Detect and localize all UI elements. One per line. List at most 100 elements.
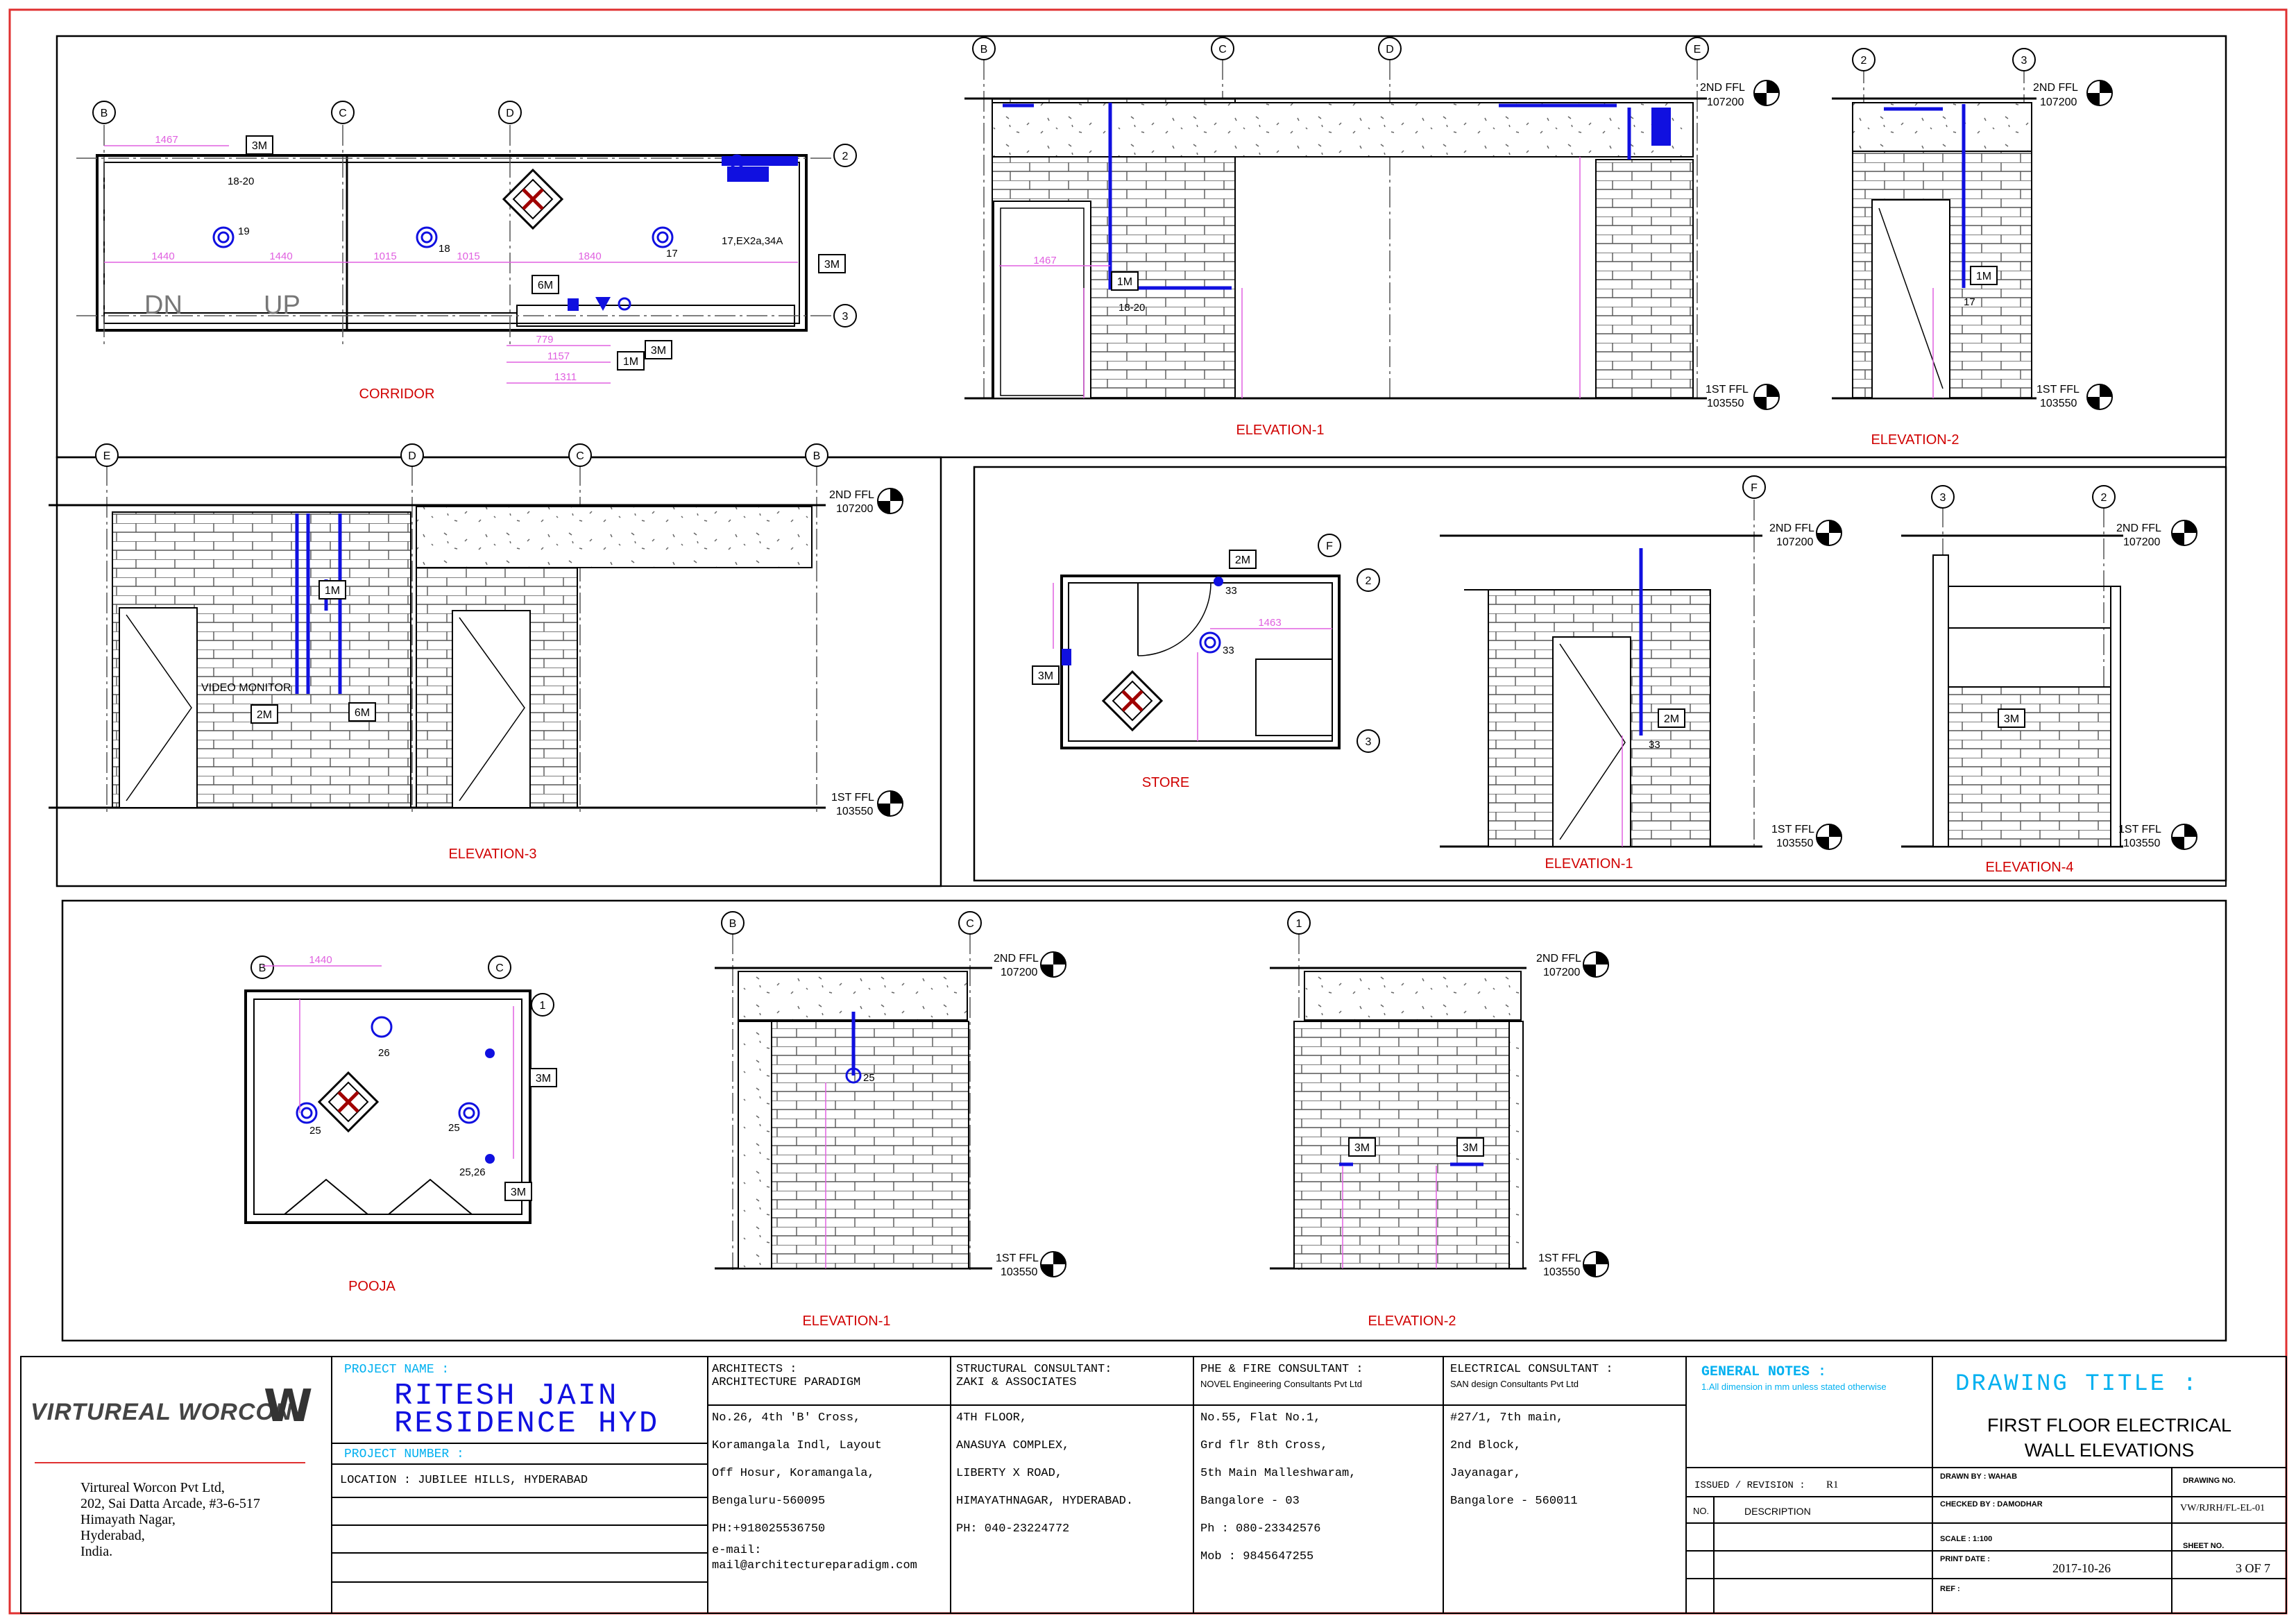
svg-text:ELEVATION-4: ELEVATION-4	[1985, 860, 2073, 875]
svg-text:F: F	[1751, 482, 1758, 494]
svg-text:1ST FFL: 1ST FFL	[1538, 1252, 1581, 1264]
svg-text:2M: 2M	[257, 709, 272, 721]
svg-text:17: 17	[666, 248, 678, 260]
svg-text:18: 18	[439, 243, 450, 255]
svg-text:1M: 1M	[1117, 276, 1132, 288]
svg-text:3M: 3M	[1354, 1142, 1370, 1154]
svg-text:POOJA: POOJA	[348, 1279, 396, 1294]
svg-text:1: 1	[1296, 918, 1302, 930]
svg-text:1: 1	[540, 1000, 546, 1012]
svg-text:103550: 103550	[1001, 1266, 1037, 1278]
svg-text:2: 2	[842, 151, 849, 162]
svg-text:103550: 103550	[1776, 838, 1813, 849]
svg-text:1ST FFL: 1ST FFL	[2118, 824, 2161, 835]
corridor-title: CORRIDOR	[359, 386, 435, 402]
svg-text:1ST FFL: 1ST FFL	[2036, 384, 2080, 396]
svg-text:1ST FFL: 1ST FFL	[1706, 384, 1749, 396]
print-date: 2017-10-26	[2052, 1561, 2111, 1575]
svg-text:1ST FFL: 1ST FFL	[1771, 824, 1814, 835]
svg-text:25: 25	[863, 1072, 875, 1084]
svg-text:3M: 3M	[1463, 1142, 1478, 1154]
svg-text:STORE: STORE	[1142, 775, 1190, 790]
svg-text:1M: 1M	[325, 585, 340, 597]
svg-text:F: F	[1326, 541, 1333, 552]
svg-text:ELEVATION-1: ELEVATION-1	[802, 1314, 890, 1329]
svg-text:107200: 107200	[2123, 536, 2160, 548]
svg-text:D: D	[408, 450, 416, 462]
svg-text:2: 2	[1861, 55, 1867, 67]
company-address: Virtureal Worcon Pvt Ltd, 202, Sai Datta…	[80, 1480, 260, 1559]
svg-text:VIDEO MONITOR: VIDEO MONITOR	[201, 682, 291, 694]
svg-text:2ND FFL: 2ND FFL	[994, 953, 1039, 965]
general-notes: GENERAL NOTES : 1.All dimension in mm un…	[1701, 1364, 1887, 1392]
svg-text:103550: 103550	[1543, 1266, 1580, 1278]
svg-text:3M: 3M	[651, 345, 666, 357]
svg-text:DN: DN	[144, 291, 182, 320]
svg-text:107200: 107200	[1543, 967, 1580, 978]
svg-text:2ND FFL: 2ND FFL	[2033, 82, 2078, 94]
svg-text:25,26: 25,26	[459, 1166, 486, 1178]
svg-text:3M: 3M	[536, 1073, 551, 1085]
svg-text:779: 779	[536, 334, 553, 346]
ceiling-fan-icon	[502, 168, 564, 230]
project-name-label: PROJECT NAME :	[344, 1363, 450, 1377]
drawn-by: DRAWN BY : WAHAB	[1940, 1472, 2018, 1481]
svg-text:ELEVATION-3: ELEVATION-3	[448, 847, 536, 862]
svg-text:2ND FFL: 2ND FFL	[829, 489, 874, 501]
svg-text:33: 33	[1225, 585, 1237, 597]
svg-text:1M: 1M	[623, 356, 638, 368]
svg-text:1015: 1015	[373, 250, 396, 262]
panel-pooja	[61, 899, 2227, 1342]
svg-text:1467: 1467	[155, 134, 178, 146]
svg-text:3: 3	[1366, 736, 1372, 748]
project-name: RITESH JAIN RESIDENCE HYD	[394, 1379, 660, 1441]
svg-text:ELEVATION-1: ELEVATION-1	[1545, 856, 1633, 872]
issued-revision: ISSUED / REVISION : R1	[1694, 1479, 1839, 1491]
architects-block: ARCHITECTS : ARCHITECTURE PARADIGM No.26…	[712, 1363, 917, 1572]
svg-text:ELEVATION-2: ELEVATION-2	[1368, 1314, 1456, 1329]
svg-text:C: C	[339, 108, 347, 119]
svg-text:ELEVATION-1: ELEVATION-1	[1236, 423, 1324, 438]
svg-text:18-20: 18-20	[1119, 302, 1145, 314]
title-block	[20, 1356, 2287, 1614]
structural-block: STRUCTURAL CONSULTANT: ZAKI & ASSOCIATES…	[956, 1363, 1134, 1536]
electrical-block: ELECTRICAL CONSULTANT : SAN design Consu…	[1450, 1363, 1613, 1508]
svg-text:2M: 2M	[1235, 554, 1250, 566]
svg-text:107200: 107200	[2040, 96, 2077, 108]
svg-text:6M: 6M	[355, 707, 370, 719]
svg-text:B: B	[101, 108, 108, 119]
svg-text:UP: UP	[264, 291, 300, 320]
svg-text:1ST FFL: 1ST FFL	[831, 792, 874, 804]
svg-text:103550: 103550	[2040, 398, 2077, 409]
sheet-no-label: SHEET NO.	[2183, 1542, 2225, 1550]
drawing-no: VW/RJRH/FL-EL-01	[2180, 1503, 2265, 1513]
svg-text:1ST FFL: 1ST FFL	[996, 1252, 1039, 1264]
svg-text:1440: 1440	[309, 954, 332, 966]
svg-text:ELEVATION-2: ELEVATION-2	[1871, 432, 1959, 448]
drawing-title-label: DRAWING TITLE :	[1955, 1371, 2200, 1397]
svg-text:3M: 3M	[824, 259, 840, 271]
revision-no-header: NO.	[1693, 1506, 1710, 1516]
logo-mark-icon: W	[264, 1381, 313, 1432]
svg-text:B: B	[980, 44, 988, 56]
drawing-no-label: DRAWING NO.	[2183, 1477, 2236, 1485]
svg-text:1840: 1840	[578, 250, 601, 262]
svg-text:6M: 6M	[538, 280, 553, 291]
scale: SCALE : 1:100	[1940, 1535, 1993, 1543]
company-logo: VIRTUREAL WORCON W	[31, 1381, 313, 1432]
svg-text:17: 17	[1964, 296, 1975, 308]
svg-text:D: D	[1386, 44, 1394, 56]
svg-text:C: C	[1218, 44, 1227, 56]
svg-text:107200: 107200	[1707, 96, 1744, 108]
svg-text:107200: 107200	[836, 503, 873, 515]
svg-text:18-20: 18-20	[228, 176, 254, 187]
svg-text:107200: 107200	[1001, 967, 1037, 978]
svg-text:2ND FFL: 2ND FFL	[2116, 522, 2161, 534]
